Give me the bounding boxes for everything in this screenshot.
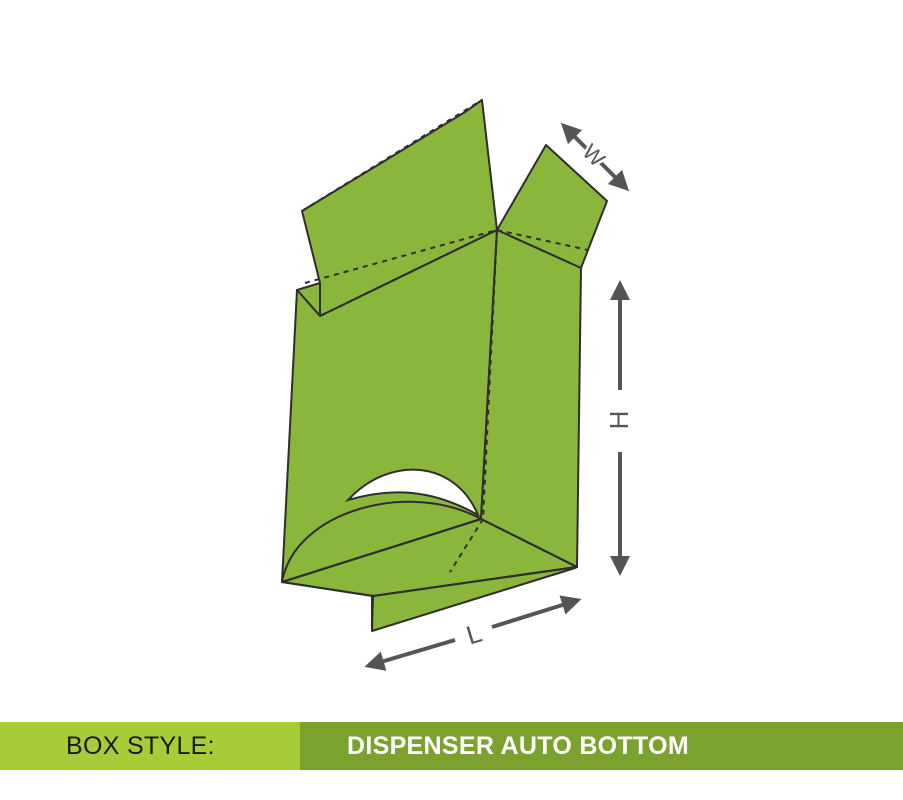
dispenser-opening <box>344 468 481 518</box>
height-label: H <box>604 411 634 430</box>
length-label: L <box>463 618 486 651</box>
box-shape <box>281 99 608 632</box>
fold-lines <box>301 99 589 631</box>
banner-label-panel: BOX STYLE: <box>0 722 300 770</box>
length-arrow-left <box>364 638 456 671</box>
dispenser-flap <box>281 500 482 583</box>
box-style-label: BOX STYLE: <box>66 731 215 760</box>
box-style-banner: BOX STYLE: DISPENSER AUTO BOTTOM <box>0 722 903 770</box>
banner-value-panel: DISPENSER AUTO BOTTOM <box>300 722 903 770</box>
width-arrow <box>560 122 630 192</box>
box-style-value: DISPENSER AUTO BOTTOM <box>347 731 689 760</box>
side-panel <box>480 229 582 568</box>
box-diagram: W H L <box>281 99 634 671</box>
length-arrow-right <box>491 595 582 629</box>
height-dimension: H <box>604 280 634 576</box>
